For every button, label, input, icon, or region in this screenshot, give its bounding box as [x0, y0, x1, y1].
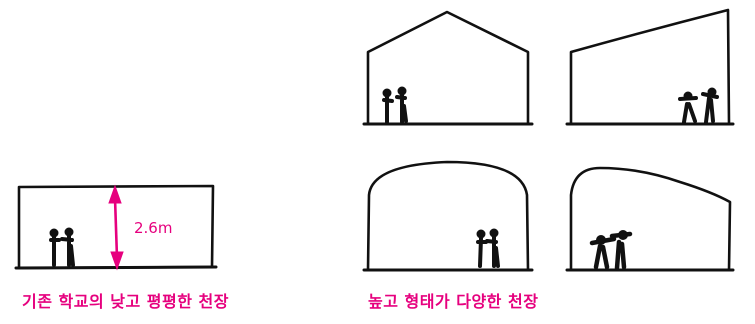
curved-roof-room: [565, 166, 735, 272]
vaulted-roof-room: [362, 160, 534, 272]
ceiling-height-arrow: [108, 184, 124, 271]
figures-vaulted-room: [476, 228, 500, 268]
ceiling-height-label: 2.6m: [134, 219, 173, 237]
figures-gable-room: [382, 86, 408, 124]
figures-flat-room: [49, 227, 75, 267]
figures-sloped-room: [678, 87, 719, 124]
gable-roof-room: [362, 10, 534, 126]
figures-curved-room: [589, 230, 633, 271]
sloped-roof-room: [565, 8, 735, 126]
caption-flat-ceiling: 기존 학교의 낮고 평평한 천장: [22, 292, 229, 311]
caption-varied-ceiling: 높고 형태가 다양한 천장: [368, 292, 539, 311]
